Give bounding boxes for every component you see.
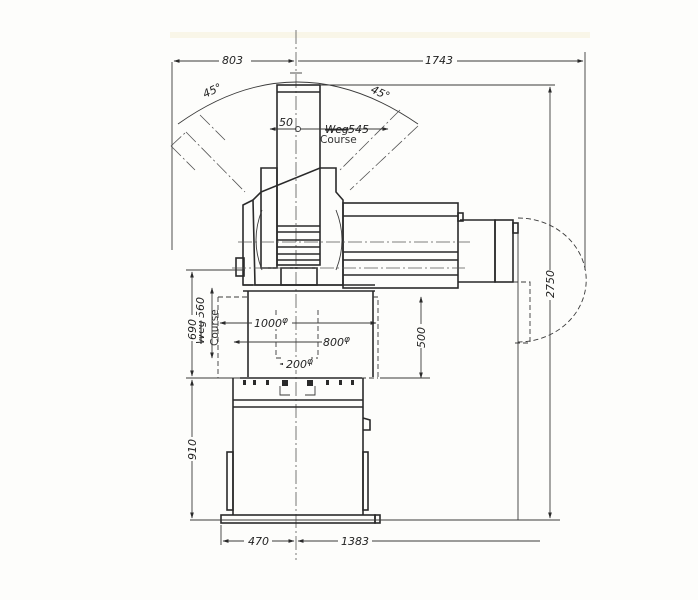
dim-top-left: 803 — [222, 54, 243, 67]
base-column — [220, 378, 381, 524]
swivel-position-right — [339, 109, 419, 191]
swivel-arc — [177, 81, 419, 125]
paper-stain — [170, 32, 590, 38]
dim-right-500: 500 — [415, 327, 428, 348]
dim-overall-height: 2750 — [544, 270, 557, 298]
vertical-course-label: Course — [209, 309, 221, 346]
dim-diameter-800: 800φ — [323, 335, 350, 349]
dim-vertical-stroke: 560 — [194, 297, 207, 318]
dim-top-right: 1743 — [425, 54, 453, 67]
stroke-label-struck: Weg — [325, 124, 349, 136]
dim-bottom-left: 470 — [248, 535, 269, 548]
stroke-course-label: Course — [320, 134, 357, 146]
dim-left-910: 910 — [186, 439, 199, 460]
dim-left-690: 690 — [186, 319, 199, 340]
dim-spindle-offset: 50 — [279, 116, 293, 129]
column-upper — [247, 291, 374, 377]
swing-position — [513, 281, 531, 344]
dim-diameter-1000: 1000φ — [254, 316, 288, 330]
horizontal-housing — [342, 202, 519, 289]
dim-diameter-200: 200φ — [286, 357, 313, 371]
dim-bottom-right: 1383 — [341, 535, 369, 548]
table-top — [240, 377, 362, 396]
swivel-position-left — [170, 114, 246, 193]
dim-stroke: 545 — [348, 123, 369, 136]
